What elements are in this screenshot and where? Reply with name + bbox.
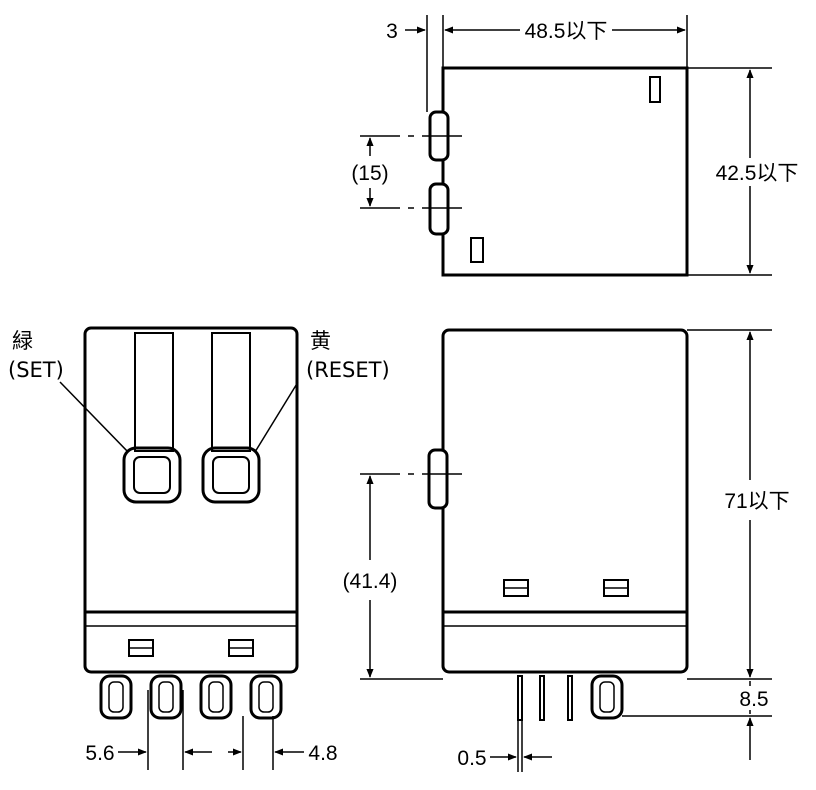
label-green: 緑 bbox=[12, 329, 33, 353]
dim-top-height: 42.5以下 bbox=[716, 162, 799, 185]
top-view-tab-lower bbox=[428, 182, 450, 236]
front-view bbox=[59, 326, 304, 770]
dim-side-button-height: (41.4) bbox=[343, 570, 398, 593]
label-yellow-sub: (RESET) bbox=[306, 358, 390, 382]
label-yellow: 黄 bbox=[310, 329, 331, 353]
label-green-sub: (SET) bbox=[8, 358, 64, 382]
top-view-slot-upper bbox=[649, 76, 661, 103]
top-view-slot-lower bbox=[470, 237, 484, 263]
dim-front-pin-spacing-b: 4.8 bbox=[308, 742, 337, 765]
reset-indicator-window bbox=[201, 446, 261, 504]
dim-side-pin-length: 8.5 bbox=[739, 688, 768, 711]
side-view bbox=[360, 328, 772, 772]
dim-front-pin-spacing-a: 5.6 bbox=[85, 742, 114, 765]
top-view bbox=[360, 15, 772, 277]
side-view-button bbox=[427, 448, 449, 510]
dim-top-pitch: (15) bbox=[351, 162, 388, 185]
dim-top-tab: 3 bbox=[386, 20, 398, 43]
dim-side-height: 71以下 bbox=[724, 490, 789, 513]
set-indicator-window bbox=[122, 446, 182, 504]
dim-side-pin-width: 0.5 bbox=[457, 747, 486, 770]
front-view-body bbox=[83, 326, 299, 674]
side-view-body bbox=[441, 328, 689, 674]
dim-top-depth: 48.5以下 bbox=[525, 20, 608, 43]
